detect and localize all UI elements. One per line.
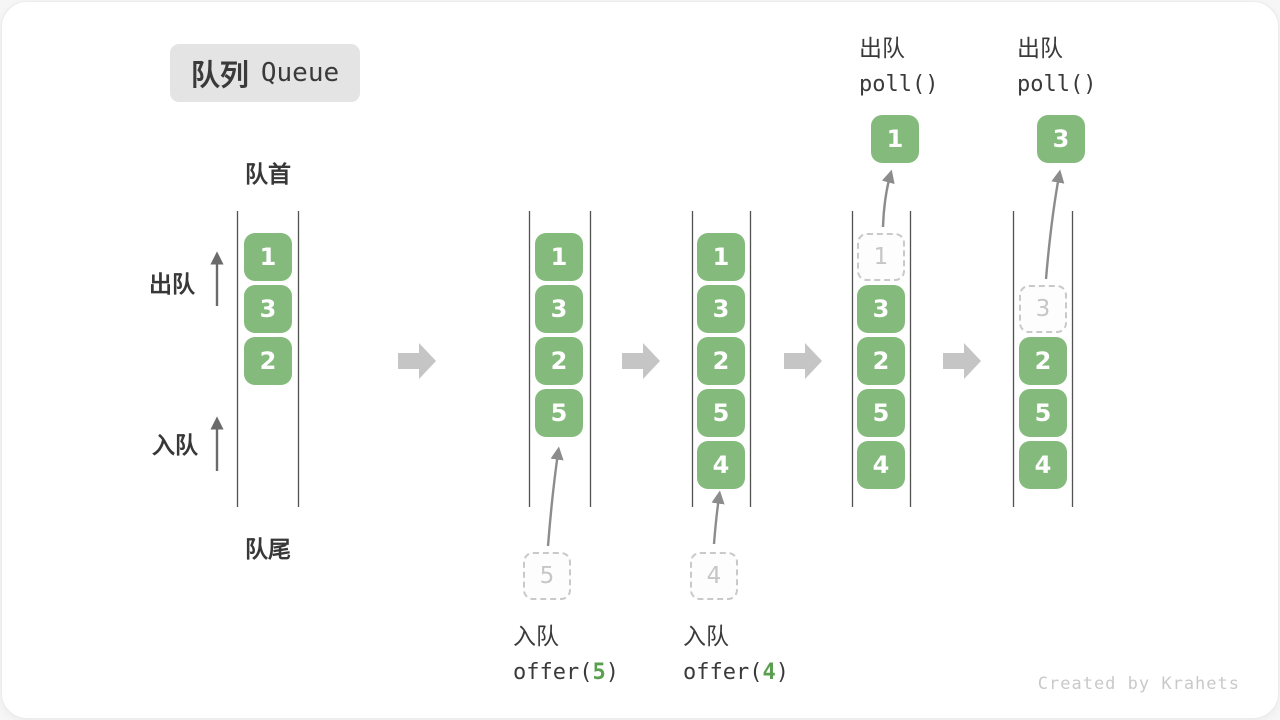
dequeue-annotation: 出队 poll() — [859, 29, 938, 97]
dequeue-side-label: 出队 — [149, 271, 195, 297]
dequeue-annotation-action: 出队 — [1017, 35, 1063, 61]
queue-item: 1 — [244, 233, 292, 281]
queue-front-label: 队首 — [245, 161, 291, 187]
queue-item: 5 — [857, 389, 905, 437]
incoming-item-placeholder: 5 — [523, 552, 571, 600]
queue-item: 1 — [697, 233, 745, 281]
enqueue-annotation-code: offer(4) — [683, 660, 789, 685]
removed-item-placeholder: 1 — [857, 233, 905, 281]
code-post: ) — [775, 660, 789, 685]
queue-item: 5 — [697, 389, 745, 437]
dequeue-annotation-action: 出队 — [859, 35, 905, 61]
enqueue-annotation-action: 入队 — [513, 623, 559, 649]
popped-item: 3 — [1037, 115, 1085, 163]
removed-item-placeholder: 3 — [1019, 285, 1067, 333]
enqueue-annotation: 入队 offer(4) — [683, 617, 789, 685]
code-pre: offer( — [683, 660, 763, 685]
dequeue-annotation-code: poll() — [1017, 72, 1097, 97]
title-zh: 队列 — [190, 60, 249, 92]
queue-item: 3 — [857, 285, 905, 333]
incoming-item-placeholder: 4 — [690, 552, 738, 600]
queue-item: 3 — [244, 285, 292, 333]
enqueue-annotation-code: offer(5) — [513, 660, 619, 685]
queue-item: 3 — [697, 285, 745, 333]
queue-item: 3 — [535, 285, 583, 333]
queue-item: 4 — [1019, 441, 1067, 489]
watermark-credit: Created by Krahets — [1037, 674, 1240, 694]
code-arg: 4 — [762, 660, 776, 685]
code-post: ) — [605, 660, 619, 685]
popped-item: 1 — [871, 115, 919, 163]
queue-item: 4 — [697, 441, 745, 489]
queue-item: 1 — [535, 233, 583, 281]
enqueue-annotation: 入队 offer(5) — [513, 617, 619, 685]
queue-item: 5 — [535, 389, 583, 437]
queue-rear-label: 队尾 — [245, 536, 291, 562]
title-en: Queue — [260, 58, 340, 88]
queue-item: 2 — [697, 337, 745, 385]
enqueue-side-label: 入队 — [152, 432, 198, 458]
title-badge: 队列 Queue — [170, 44, 360, 102]
code-pre: offer( — [513, 660, 593, 685]
dequeue-annotation-code: poll() — [859, 72, 939, 97]
queue-item: 2 — [244, 337, 292, 385]
code-arg: 5 — [592, 660, 606, 685]
queue-item: 4 — [857, 441, 905, 489]
dequeue-annotation: 出队 poll() — [1017, 29, 1096, 97]
queue-item: 2 — [1019, 337, 1067, 385]
enqueue-annotation-action: 入队 — [683, 623, 729, 649]
queue-item: 2 — [857, 337, 905, 385]
queue-item: 2 — [535, 337, 583, 385]
queue-item: 5 — [1019, 389, 1067, 437]
